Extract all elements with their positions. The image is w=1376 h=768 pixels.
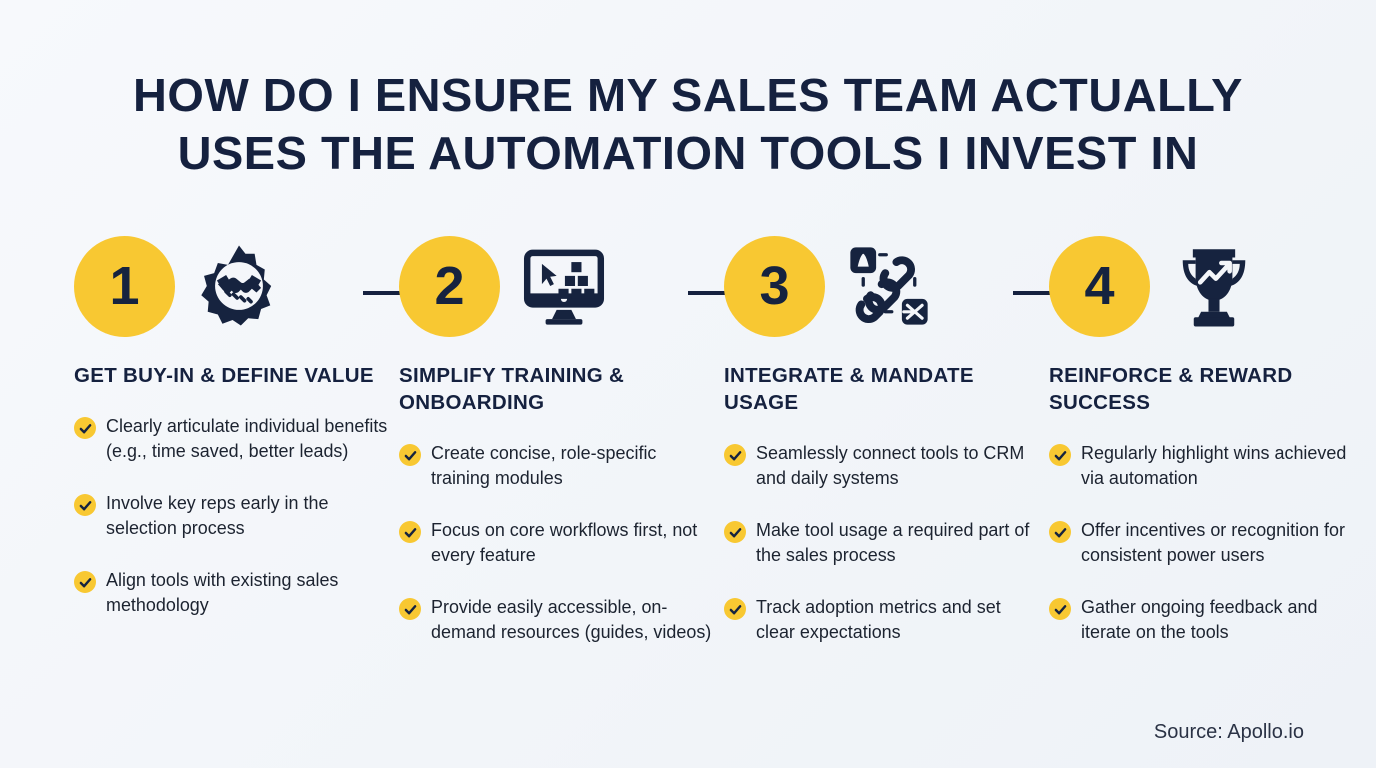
check-icon [74, 571, 96, 593]
bullet-text: Make tool usage a required part of the s… [756, 519, 1030, 565]
check-icon [724, 598, 746, 620]
bullet-text: Involve key reps early in the selection … [106, 492, 329, 538]
chain-link-integration-icon [841, 238, 937, 334]
check-icon [1049, 598, 1071, 620]
bullet-text: Track adoption metrics and set clear exp… [756, 596, 1001, 642]
list-item: Focus on core workflows first, not every… [399, 517, 724, 567]
step-2-bullets: Create concise, role-specific training m… [399, 440, 724, 644]
step-number-2: 2 [434, 256, 465, 316]
list-item: Clearly articulate individual benefits (… [74, 413, 399, 463]
check-icon [399, 444, 421, 466]
step-heading-1: GET BUY-IN & DEFINE VALUE [74, 364, 374, 387]
step-number-badge-4: 4 [1049, 235, 1150, 337]
list-item: Align tools with existing sales methodol… [74, 567, 399, 617]
list-item: Track adoption metrics and set clear exp… [724, 594, 1049, 644]
check-icon [1049, 444, 1071, 466]
step-1-header: 1 [74, 232, 422, 340]
bullet-text: Provide easily accessible, on-demand res… [431, 596, 712, 642]
list-item: Create concise, role-specific training m… [399, 440, 724, 490]
check-icon [399, 521, 421, 543]
step-number-1: 1 [109, 256, 140, 316]
step-heading-4: REINFORCE & REWARD SUCCESS [1049, 364, 1293, 414]
step-column-2: 2 [399, 232, 747, 671]
step-4-header: 4 [1049, 232, 1374, 340]
list-item: Make tool usage a required part of the s… [724, 517, 1049, 567]
list-item: Provide easily accessible, on-demand res… [399, 594, 724, 644]
bullet-text: Regularly highlight wins achieved via au… [1081, 442, 1347, 488]
list-item: Regularly highlight wins achieved via au… [1049, 440, 1374, 490]
check-icon [724, 521, 746, 543]
step-column-3: 3 [724, 232, 1072, 671]
step-2-header: 2 [399, 232, 747, 340]
check-icon [724, 444, 746, 466]
list-item: Involve key reps early in the selection … [74, 490, 399, 540]
bullet-text: Clearly articulate individual benefits (… [106, 415, 388, 461]
bullet-text: Gather ongoing feedback and iterate on t… [1081, 596, 1318, 642]
step-number-3: 3 [759, 256, 790, 316]
step-1-bullets: Clearly articulate individual benefits (… [74, 413, 399, 617]
trophy-growth-icon [1166, 238, 1262, 334]
list-item: Gather ongoing feedback and iterate on t… [1049, 594, 1374, 644]
step-number-badge-3: 3 [724, 235, 825, 337]
bullet-text: Create concise, role-specific training m… [431, 442, 657, 488]
check-icon [74, 417, 96, 439]
bullet-text: Align tools with existing sales methodol… [106, 569, 339, 615]
bullet-text: Offer incentives or recognition for cons… [1081, 519, 1345, 565]
page-title: HOW DO I ENSURE MY SALES TEAM ACTUALLY U… [0, 66, 1376, 182]
step-3-header: 3 [724, 232, 1072, 340]
bullet-text: Focus on core workflows first, not every… [431, 519, 698, 565]
step-heading-3: INTEGRATE & MANDATE USAGE [724, 364, 974, 414]
list-item: Offer incentives or recognition for cons… [1049, 517, 1374, 567]
step-number-badge-1: 1 [74, 235, 175, 337]
steps-container: 1 GET BUY-IN & DEFIN [0, 232, 1376, 671]
check-icon [399, 598, 421, 620]
monitor-training-icon [516, 238, 612, 334]
check-icon [1049, 521, 1071, 543]
step-4-bullets: Regularly highlight wins achieved via au… [1049, 440, 1374, 644]
step-heading-2: SIMPLIFY TRAINING & ONBOARDING [399, 364, 625, 414]
title-line-2: USES THE AUTOMATION TOOLS I INVEST IN [177, 127, 1199, 179]
step-number-badge-2: 2 [399, 235, 500, 337]
handshake-gear-icon [191, 238, 287, 334]
check-icon [74, 494, 96, 516]
step-3-bullets: Seamlessly connect tools to CRM and dail… [724, 440, 1049, 644]
source-attribution: Source: Apollo.io [1153, 721, 1304, 743]
bullet-text: Seamlessly connect tools to CRM and dail… [756, 442, 1025, 488]
step-number-4: 4 [1084, 256, 1115, 316]
step-column-1: 1 GET BUY-IN & DEFIN [74, 232, 422, 671]
step-column-4: 4 REINFORCE & REWARD SUCCESS [1049, 232, 1374, 671]
list-item: Seamlessly connect tools to CRM and dail… [724, 440, 1049, 490]
title-line-1: HOW DO I ENSURE MY SALES TEAM ACTUALLY [133, 69, 1243, 121]
